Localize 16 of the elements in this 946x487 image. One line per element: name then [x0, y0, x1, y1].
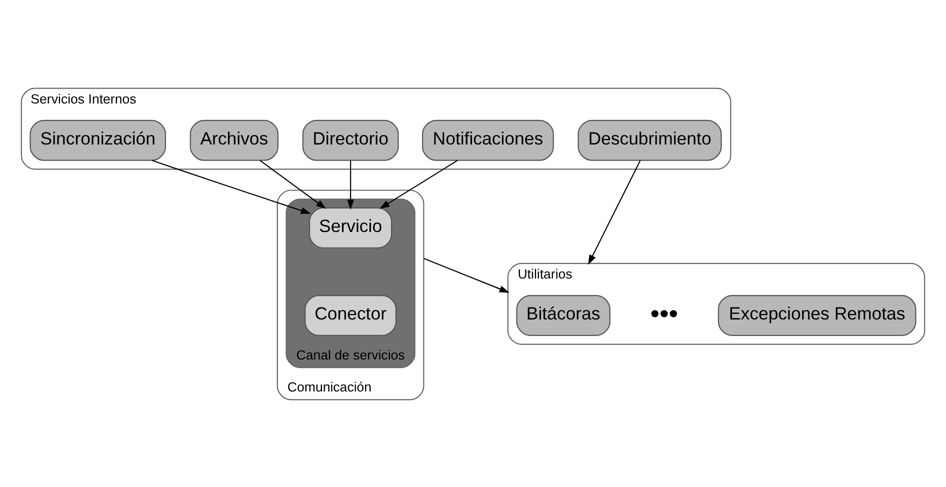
node-box: Servicio	[308, 206, 392, 248]
node-box: Directorio	[302, 119, 399, 160]
arrow	[380, 159, 458, 208]
node-box: Descubrimiento	[578, 119, 722, 160]
node-box: Excepciones Remotas	[718, 294, 916, 336]
arrow	[260, 159, 326, 208]
arrow	[347, 160, 354, 210]
arrow	[152, 159, 311, 214]
label: •••	[650, 298, 678, 328]
node-box: Notificaciones	[422, 119, 554, 160]
node-box: Conector	[304, 294, 397, 336]
node-box: Sincronización	[30, 119, 166, 160]
arrow	[588, 160, 641, 264]
node-box: Archivos	[190, 119, 278, 160]
node-box: Bitácoras	[516, 294, 610, 336]
arrow	[423, 257, 510, 292]
